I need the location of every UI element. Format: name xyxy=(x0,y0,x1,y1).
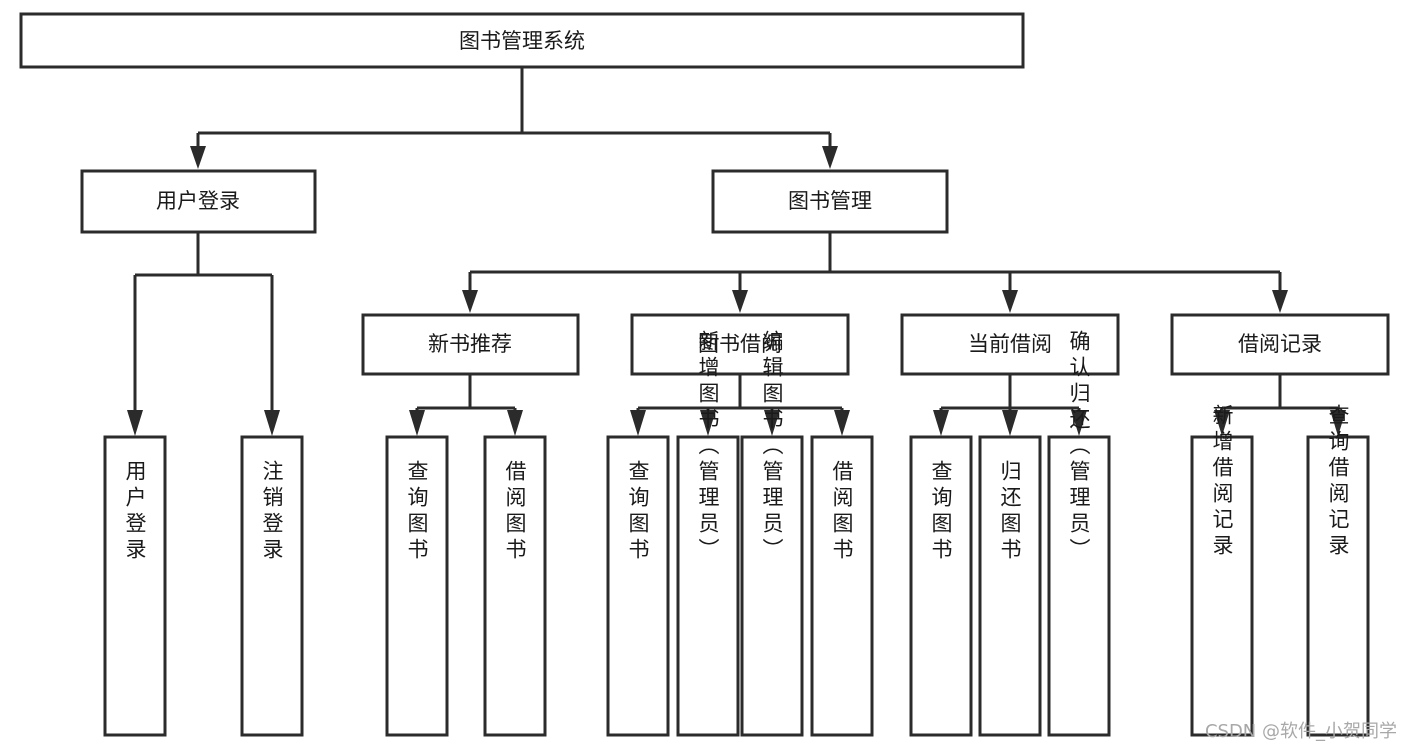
node-leaf-query-record[interactable]: 查询借阅记录 xyxy=(1306,404,1370,737)
node-leaf-edit-book-box[interactable] xyxy=(740,435,804,737)
arrowhead-current-borrow xyxy=(1002,290,1018,313)
node-book-manage-label: 图书管理 xyxy=(788,189,872,213)
node-leaf-add-record[interactable]: 新增借阅记录 xyxy=(1190,404,1254,737)
arrowhead-leaf-add-record xyxy=(1214,410,1230,436)
arrowhead-leaf-user-login xyxy=(127,410,143,436)
arrowhead-leaf-borrow-book-2 xyxy=(834,410,850,436)
node-current-borrow-label: 当前借阅 xyxy=(968,332,1052,356)
arrowhead-leaf-query-book-2 xyxy=(630,410,646,436)
node-leaf-edit-book-label: 编辑图书（管理员） xyxy=(760,330,784,564)
node-leaf-return-book[interactable]: 归还图书 xyxy=(978,435,1042,737)
node-leaf-user-logout-box[interactable] xyxy=(240,435,304,737)
node-current-borrow[interactable]: 当前借阅 xyxy=(900,313,1120,376)
node-leaf-borrow-book-2-label: 借阅图书 xyxy=(830,460,854,564)
node-borrow-record[interactable]: 借阅记录 xyxy=(1170,313,1390,376)
arrowhead-new-book-recommend xyxy=(462,290,478,313)
arrowhead-leaf-return-book xyxy=(1002,410,1018,436)
node-leaf-borrow-book-2[interactable]: 借阅图书 xyxy=(810,435,874,737)
node-new-book-recommend[interactable]: 新书推荐 xyxy=(361,313,580,376)
node-leaf-confirm-return[interactable]: 确认归还（管理员） xyxy=(1047,330,1111,737)
node-leaf-query-book-2[interactable]: 查询图书 xyxy=(606,435,670,737)
node-leaf-query-book-2-box[interactable] xyxy=(606,435,670,737)
node-leaf-borrow-book-1-label: 借阅图书 xyxy=(503,460,527,564)
node-leaf-user-logout[interactable]: 注销登录 xyxy=(240,435,304,737)
node-user-login-box[interactable] xyxy=(80,169,317,234)
node-leaf-confirm-return-label: 确认归还（管理员） xyxy=(1067,330,1091,564)
node-leaf-query-book-1-label: 查询图书 xyxy=(405,460,429,564)
arrowhead-leaf-edit-book xyxy=(764,410,780,436)
arrowhead-leaf-query-book-3 xyxy=(933,410,949,436)
node-book-borrow-label: 图书借阅 xyxy=(698,332,782,356)
arrowhead-user-login xyxy=(190,146,206,169)
node-leaf-add-book-box[interactable] xyxy=(676,435,740,737)
node-leaf-confirm-return-box[interactable] xyxy=(1047,435,1111,737)
node-leaf-query-book-3[interactable]: 查询图书 xyxy=(909,435,973,737)
node-book-manage-box[interactable] xyxy=(711,169,949,234)
node-leaf-query-book-3-box[interactable] xyxy=(909,435,973,737)
node-user-login-label: 用户登录 xyxy=(156,189,240,213)
arrowhead-leaf-add-book xyxy=(700,410,716,436)
arrowhead-leaf-query-book-1 xyxy=(409,410,425,436)
arrowhead-leaf-user-logout xyxy=(264,410,280,436)
node-leaf-add-record-label: 新增借阅记录 xyxy=(1210,404,1234,560)
node-root-label: 图书管理系统 xyxy=(459,29,585,53)
node-borrow-record-label: 借阅记录 xyxy=(1238,332,1322,356)
node-leaf-query-book-2-label: 查询图书 xyxy=(626,460,650,564)
node-borrow-record-box[interactable] xyxy=(1170,313,1390,376)
arrowhead-leaf-query-record xyxy=(1330,410,1346,436)
node-leaf-query-book-1[interactable]: 查询图书 xyxy=(385,435,449,737)
node-user-login[interactable]: 用户登录 xyxy=(80,169,317,234)
node-leaf-user-login-label: 用户登录 xyxy=(123,460,147,564)
node-leaf-query-record-label: 查询借阅记录 xyxy=(1326,404,1350,560)
node-leaf-add-book-label: 新增图书（管理员） xyxy=(696,330,720,564)
arrowhead-leaf-confirm-return xyxy=(1071,410,1087,436)
node-root[interactable]: 图书管理系统 xyxy=(19,12,1025,69)
node-leaf-borrow-book-1-box[interactable] xyxy=(483,435,547,737)
node-leaf-user-login-box[interactable] xyxy=(103,435,167,737)
node-leaf-user-login[interactable]: 用户登录 xyxy=(103,435,167,737)
node-leaf-return-book-box[interactable] xyxy=(978,435,1042,737)
node-leaf-user-logout-label: 注销登录 xyxy=(260,460,284,564)
node-current-borrow-box[interactable] xyxy=(900,313,1120,376)
arrowhead-book-borrow xyxy=(732,290,748,313)
node-leaf-add-record-box[interactable] xyxy=(1190,435,1254,737)
arrowhead-book-manage xyxy=(822,146,838,169)
node-book-borrow[interactable]: 图书借阅 xyxy=(630,313,850,376)
node-root-box[interactable] xyxy=(19,12,1025,69)
node-leaf-borrow-book-1[interactable]: 借阅图书 xyxy=(483,435,547,737)
arrowhead-leaf-borrow-book-1 xyxy=(507,410,523,436)
node-leaf-borrow-book-2-box[interactable] xyxy=(810,435,874,737)
node-book-manage[interactable]: 图书管理 xyxy=(711,169,949,234)
node-leaf-return-book-label: 归还图书 xyxy=(998,460,1022,564)
node-leaf-query-book-3-label: 查询图书 xyxy=(929,460,953,564)
node-leaf-query-record-box[interactable] xyxy=(1306,435,1370,737)
node-new-book-recommend-label: 新书推荐 xyxy=(428,332,512,356)
node-book-borrow-box[interactable] xyxy=(630,313,850,376)
csdn-watermark: CSDN @软件_小贺同学 xyxy=(1204,721,1397,742)
arrowhead-borrow-record xyxy=(1272,290,1288,313)
node-leaf-edit-book[interactable]: 编辑图书（管理员） xyxy=(740,330,804,737)
node-new-book-recommend-box[interactable] xyxy=(361,313,580,376)
node-leaf-query-book-1-box[interactable] xyxy=(385,435,449,737)
node-leaf-add-book[interactable]: 新增图书（管理员） xyxy=(676,330,740,737)
connector-layer xyxy=(127,68,1346,436)
